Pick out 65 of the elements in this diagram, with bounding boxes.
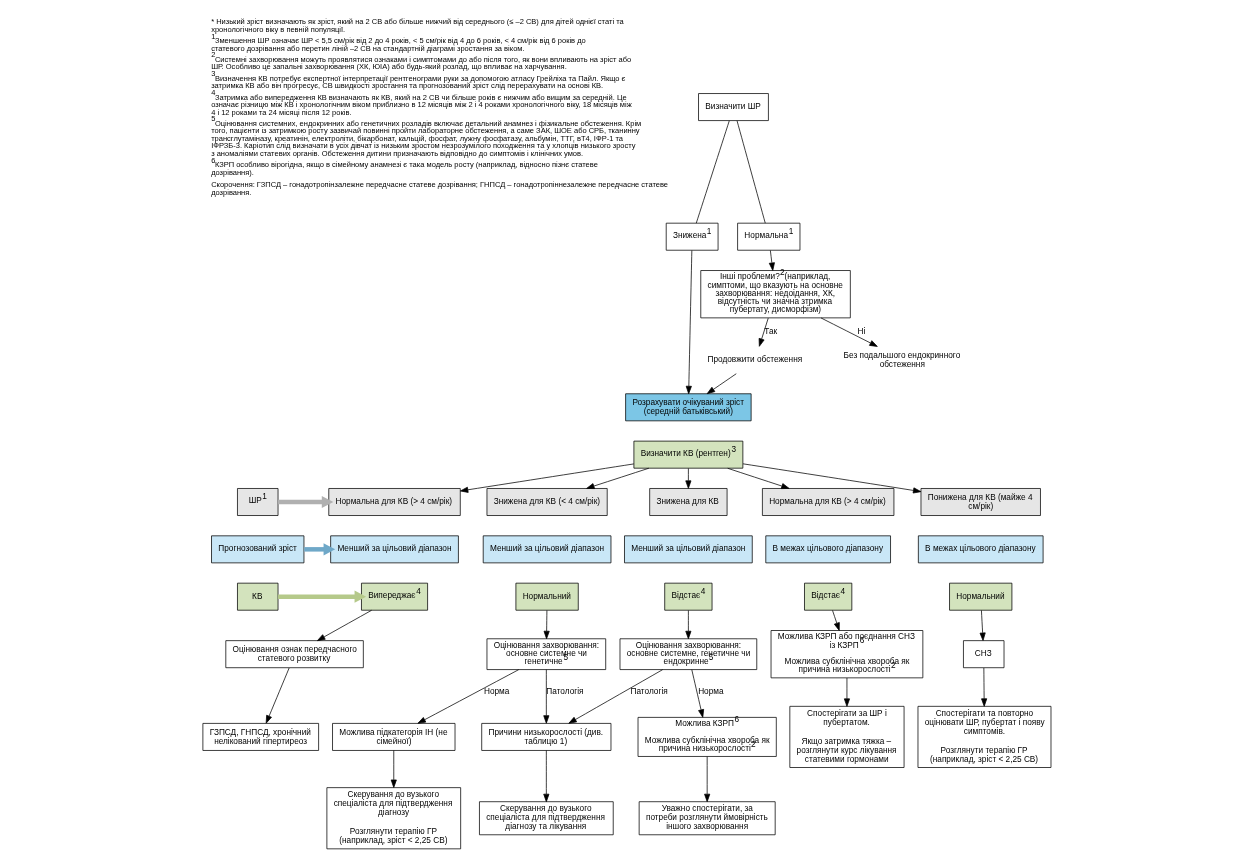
node-box: ГЗПСД, ГНПСД, хронічний нелікований гіпертиреоз [202,723,319,751]
arrow [706,373,737,395]
arrow [543,750,550,803]
arrow [568,669,664,724]
arrow [390,750,397,788]
node-box: Знижена для КВ (< 4 см/рік) [486,488,608,516]
node-box: СНЗ [963,640,1005,669]
node-box: Можлива підкатегорія ІН (не сімейної) [332,723,456,751]
node-box: Менший за цільовий діапазон [624,535,753,564]
edge-label: Норма [698,687,724,697]
edge-label: Ні [857,327,866,337]
node-box: Спостерігати за ШР і пубертатом. Якщо затримка тяжка – розглянути курс лікування статевими гормонами [789,705,905,768]
node-box: Спостерігати та повторно оцінювати ШР, пубертат і появу симптомів. Розглянути терапію ГР (наприклад, зріст < 2,25 СВ) [917,705,1052,768]
arrow [278,495,334,509]
edge-label: Норма [483,687,510,697]
arrow [843,677,850,707]
edge-label: Патологія [546,687,584,697]
edge-label: Патологія [630,687,668,697]
node-box: Нормальний [949,582,1013,611]
arrow [685,468,692,489]
connector [695,120,730,224]
node-text: Продовжити обстеження [707,355,803,365]
node-box: Скерування до вузького спеціаліста для підтвердження діагнозу та лікування [479,801,614,836]
node-box: Оцінювання ознак передчасного статевого розвитку [225,640,364,669]
label: Скорочення: ГЗПСД – гонадотропінзалежне передчасне статеве дозрівання; ГНПСД – гонадотропіннезалежне передчасне статеве дозрівання. [211,179,669,197]
node-box: Розрахувати очікуваний зріст (середній батьківський) [625,393,752,422]
node-box: Нормальна для КВ (> 4 см/рік) [328,488,461,516]
arrow [265,667,290,724]
arrow [742,463,922,494]
arrow [704,756,711,803]
arrow [727,467,790,489]
node-box: Визначити ШР [698,93,769,121]
arrow [768,250,775,271]
arrow [543,669,550,724]
arrow [685,250,693,395]
arrow [691,669,705,718]
arrow [979,610,986,641]
node-box: Нормальний [515,582,579,611]
node-box: Менший за цільовий діапазон [330,535,459,564]
arrow [758,317,769,347]
arrow [543,610,550,640]
node-box: Прогнозований зріст [211,535,305,564]
node-text: Без подальшого ендокринного обстеження [843,350,961,369]
arrow [586,467,650,489]
node-box: Понижена для КВ (майже 4 см/рік) [920,488,1041,516]
arrow [304,543,336,556]
node-box: КВ [237,582,279,611]
node-box: Уважно спостерігати, за потреби розглянути ймовірність іншого захворювання [638,801,776,836]
arrow [832,610,840,631]
edge-label: Так [764,327,778,337]
node-box: Скерування до вузького спеціаліста для підтвердження діагнозу Розглянути терапію ГР (наприклад, зріст < 2,25 СВ) [326,787,462,850]
node-box: В межах цільового діапазону [765,535,891,564]
arrow [981,667,988,707]
node-box: Менший за цільовий діапазон [482,535,612,564]
connector [736,120,766,224]
node-box: В межах цільового діапазону [917,535,1044,564]
node-box: Нормальна для КВ (> 4 см/рік) [762,488,895,516]
node-box: Знижена для КВ [649,488,728,516]
arrow [417,669,520,724]
arrow [820,317,878,347]
arrow [460,463,635,493]
node-box: Причини низькорослості (див. таблицю 1) [481,723,612,751]
arrow [278,590,367,603]
arrow [685,610,692,640]
arrow [317,609,372,642]
